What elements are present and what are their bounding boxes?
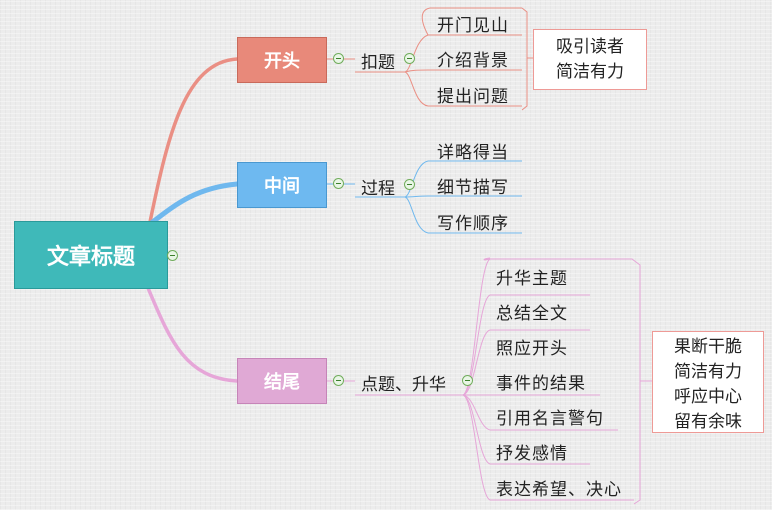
ending-item[interactable]: 升华主题 (496, 269, 568, 289)
root-topic[interactable]: 文章标题 (14, 221, 168, 289)
opening-item[interactable]: 介绍背景 (437, 51, 509, 71)
ending-summary-note[interactable]: 果断干脆 简洁有力 呼应中心 留有余味 (652, 331, 764, 433)
opening-item[interactable]: 开门见山 (437, 16, 509, 36)
branch-middle[interactable]: 中间 (237, 162, 327, 208)
root-branch-connector-3 (146, 286, 239, 383)
subtopic-opening[interactable]: 扣题 (361, 53, 395, 73)
ending-item[interactable]: 事件的结果 (496, 374, 586, 394)
subtopic-middle[interactable]: 过程 (361, 179, 395, 199)
ending-item[interactable]: 表达希望、决心 (496, 480, 622, 500)
note-line: 呼应中心 (674, 387, 742, 407)
subtopic-opening-collapse-icon[interactable] (404, 53, 415, 64)
middle-item[interactable]: 细节描写 (437, 178, 509, 198)
middle-item[interactable]: 详略得当 (437, 143, 509, 163)
branch-opening[interactable]: 开头 (237, 37, 327, 83)
subtopic-middle-collapse-icon[interactable] (404, 179, 415, 190)
root-branch-connector-2 (147, 181, 240, 227)
ending-item[interactable]: 照应开头 (496, 339, 568, 359)
note-line: 简洁有力 (674, 362, 742, 382)
note-line: 留有余味 (674, 412, 742, 432)
opening-summary-note[interactable]: 吸引读者 简洁有力 (533, 29, 647, 90)
ending-item[interactable]: 总结全文 (496, 304, 568, 324)
subtopic-ending-collapse-icon[interactable] (462, 375, 473, 386)
note-line: 果断干脆 (674, 337, 742, 357)
root-branch-connector-1 (148, 57, 239, 224)
branch-middle-collapse-icon[interactable] (333, 178, 344, 189)
opening-item[interactable]: 提出问题 (437, 87, 509, 107)
branch-ending[interactable]: 结尾 (237, 358, 327, 404)
ending-item[interactable]: 抒发感情 (496, 444, 568, 464)
root-collapse-icon[interactable] (167, 250, 178, 261)
middle-item[interactable]: 写作顺序 (437, 214, 509, 234)
branch-opening-collapse-icon[interactable] (333, 53, 344, 64)
note-line: 简洁有力 (556, 62, 624, 82)
subtopic-ending[interactable]: 点题、升华 (361, 375, 446, 395)
branch-ending-collapse-icon[interactable] (333, 375, 344, 386)
ending-item[interactable]: 引用名言警句 (496, 409, 604, 429)
note-line: 吸引读者 (556, 37, 624, 57)
